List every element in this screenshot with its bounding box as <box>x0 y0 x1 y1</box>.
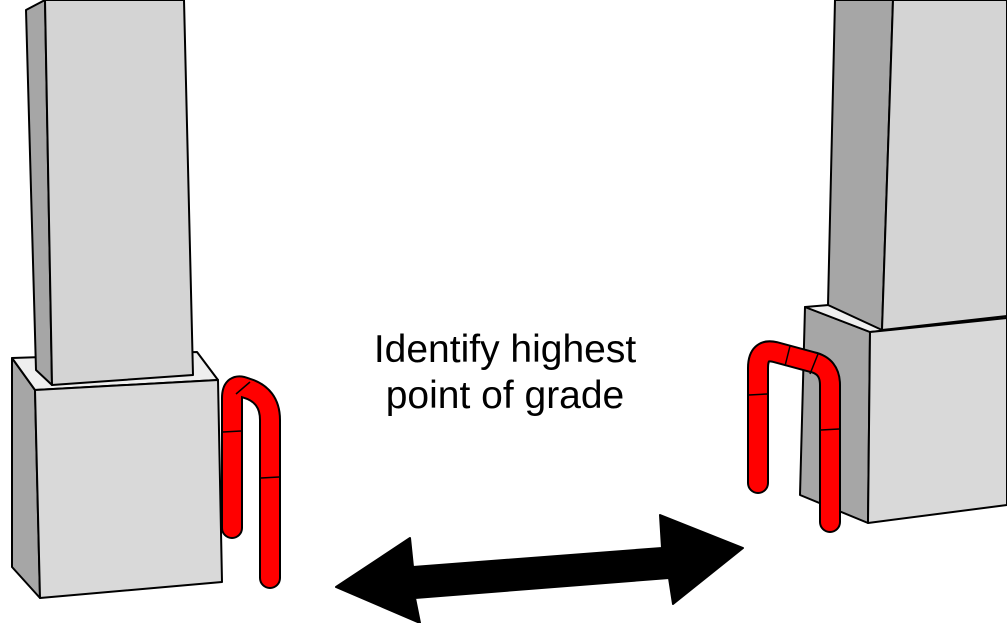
left-rebar-seam-1 <box>222 430 242 433</box>
left-rebar-seam-3 <box>235 381 251 395</box>
double-headed-arrow-icon <box>335 514 744 623</box>
caption-line-2: point of grade <box>385 374 625 417</box>
right-rebar-outline <box>747 340 841 533</box>
right-rebar-seam-4 <box>809 353 819 375</box>
arrow-shape <box>335 514 744 623</box>
right-column-front <box>881 0 1007 331</box>
caption-line-1: Identify highest <box>373 328 637 371</box>
left-rebar <box>221 375 281 589</box>
right-rebar-seam-3 <box>784 345 791 367</box>
left-footing-front <box>34 379 223 599</box>
left-rebar-seam-2 <box>260 476 280 479</box>
diagram-caption: Identify highest point of grade <box>340 327 670 419</box>
right-rebar-seam-2 <box>820 428 840 431</box>
right-rebar-fill <box>749 342 839 531</box>
left-rebar-fill <box>223 377 279 587</box>
right-rebar-seam-1 <box>748 393 768 396</box>
right-footing-front <box>867 317 1007 524</box>
right-rebar <box>747 340 841 533</box>
left-pier <box>11 0 223 599</box>
left-column-front <box>44 0 194 386</box>
